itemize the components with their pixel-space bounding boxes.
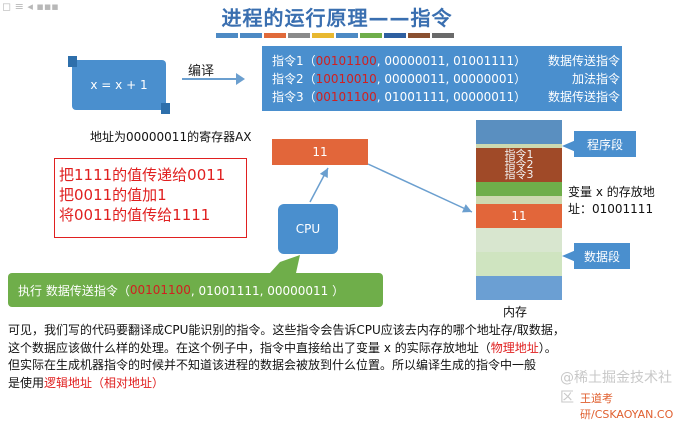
exec-prefix: 执行 数据传送指令（ bbox=[18, 283, 130, 298]
execute-instruction-box: 执行 数据传送指令（ 00101100, 01001111, 00000011 … bbox=[8, 273, 383, 307]
instruction-operands: , 01001111, 00000011 bbox=[376, 90, 515, 104]
title-color-segment bbox=[384, 33, 406, 38]
memory-seg-light bbox=[476, 228, 562, 252]
title-color-segment bbox=[408, 33, 430, 38]
title-color-segment bbox=[264, 33, 286, 38]
exec-opcode: 00101100 bbox=[129, 283, 191, 297]
memory-instr-line: 指令3 bbox=[504, 168, 534, 181]
title-color-segment bbox=[216, 33, 238, 38]
instruction-paren: （ bbox=[303, 90, 316, 104]
memory-seg-green bbox=[476, 182, 562, 196]
cpu-label: CPU bbox=[295, 222, 321, 236]
memory-label: 内存 bbox=[503, 305, 528, 319]
var-label-line: 址：01001111 bbox=[568, 202, 654, 216]
cpu-to-register-arrow-icon bbox=[309, 167, 329, 203]
instruction-paren: ） bbox=[514, 54, 527, 68]
cpu-block: CPU bbox=[278, 204, 338, 254]
step-line: 将0011的值传给1111 bbox=[59, 206, 211, 224]
instruction-row: 指令3（00101100, 01001111, 00000011） 数据传送指令 bbox=[272, 88, 622, 105]
data-segment-callout: 数据段 bbox=[574, 243, 630, 269]
memory-seg-light bbox=[476, 252, 562, 276]
callout-pointer-icon bbox=[562, 250, 576, 262]
paragraph-highlight: 逻辑地址（相对地址） bbox=[44, 375, 165, 390]
paragraph-highlight: 物理地址 bbox=[490, 340, 539, 355]
instruction-row: 指令1（00101100, 00000011, 01001111） 数据传送指令 bbox=[272, 52, 622, 69]
title-color-segment bbox=[240, 33, 262, 38]
steps-box: 把1111的值传递给0011 把0011的值加1 将0011的值传给1111 bbox=[54, 158, 247, 238]
source-code-scroll: x = x + 1 bbox=[68, 56, 170, 114]
paragraph-line: 这个数据应该做什么样的处理。在这个例子中，指令中直接给出了变量 x 的实际存放地… bbox=[8, 340, 672, 358]
program-segment-callout: 程序段 bbox=[574, 131, 636, 157]
instruction-name: 指令1 bbox=[272, 54, 304, 68]
explanation-paragraph: 可见，我们写的代码要翻译成CPU能识别的指令。这些指令会告诉CPU应该去内存的哪… bbox=[8, 322, 672, 392]
program-segment-label: 程序段 bbox=[586, 137, 623, 152]
step-line: 把0011的值加1 bbox=[59, 186, 167, 204]
connector-arrows bbox=[270, 163, 473, 273]
instruction-opcode: 00101100 bbox=[315, 90, 377, 104]
corner-toolbar-text: ◻ ≡ ◂ ▪▪▪ bbox=[2, 0, 59, 13]
memory-seg-top bbox=[476, 120, 562, 144]
paragraph-line: 可见，我们写的代码要翻译成CPU能识别的指令。这些指令会告诉CPU应该去内存的哪… bbox=[8, 323, 565, 337]
instruction-list-box: 指令1（00101100, 00000011, 01001111） 数据传送指令… bbox=[262, 46, 622, 111]
memory-seg-blue bbox=[476, 276, 562, 300]
title-color-segment bbox=[312, 33, 334, 38]
memory-seg-gap bbox=[476, 196, 562, 204]
memory-var-x-cell: 11 bbox=[476, 204, 562, 228]
title-color-segment bbox=[288, 33, 310, 38]
compile-label: 编译 bbox=[188, 64, 215, 79]
register-address-label: 地址为00000011的寄存器AX bbox=[90, 130, 252, 144]
memory-seg-gap bbox=[476, 144, 562, 148]
brand-footer: 王道考研/CSKAOYAN.COM bbox=[580, 392, 674, 421]
var-label-line: 变量 x 的存放地 bbox=[568, 185, 655, 199]
instruction-paren: （ bbox=[303, 72, 316, 86]
source-code-text: x = x + 1 bbox=[90, 78, 148, 92]
step-line: 把1111的值传递给0011 bbox=[59, 166, 226, 184]
instruction-operands: , 00000011, 00000001 bbox=[376, 72, 515, 86]
paragraph-text: ）。 bbox=[538, 340, 557, 355]
paragraph-text: 这个数据应该做什么样的处理。在这个例子中，指令中直接给出了变量 x 的实际存放地… bbox=[8, 340, 491, 355]
exec-operands: , 01001111, 00000011 ） bbox=[190, 283, 345, 298]
instruction-paren: ） bbox=[514, 90, 527, 104]
title-color-segment bbox=[432, 33, 454, 38]
instruction-name: 指令3 bbox=[272, 90, 304, 104]
instruction-opcode: 00101100 bbox=[315, 54, 377, 68]
var-x-address-label: 变量 x 的存放地 址：01001111 bbox=[568, 184, 655, 218]
instruction-paren: ） bbox=[514, 72, 527, 86]
register-to-memory-arrow-icon bbox=[367, 163, 473, 213]
instruction-paren: （ bbox=[303, 54, 316, 68]
instruction-row: 指令2（10010010, 00000011, 00000001） 加法指令 bbox=[272, 70, 622, 87]
memory-instr-line: 指令1 bbox=[504, 148, 534, 161]
memory-var-value: 11 bbox=[511, 209, 527, 223]
paragraph-line: 但实际在生成机器指令的时候并不知道该进程的数据会被放到什么位置。所以编译生成的指… bbox=[8, 358, 537, 372]
instruction-desc: 加法指令 bbox=[571, 72, 620, 86]
scroll-curl-icon bbox=[161, 103, 170, 114]
instruction-desc: 数据传送指令 bbox=[547, 54, 620, 68]
memory-program-instructions: 指令1 指令2 指令3 bbox=[476, 148, 562, 182]
instruction-name: 指令2 bbox=[272, 72, 304, 86]
instruction-opcode: 10010010 bbox=[315, 72, 377, 86]
title-color-segment bbox=[360, 33, 382, 38]
data-segment-label: 数据段 bbox=[583, 249, 620, 264]
paragraph-text: 是使用 bbox=[8, 375, 45, 390]
instruction-desc: 数据传送指令 bbox=[547, 90, 620, 104]
paragraph-line: 是使用逻辑地址（相对地址） bbox=[8, 375, 672, 393]
exec-callout-pointer-icon bbox=[270, 255, 300, 273]
instruction-operands: , 00000011, 01001111 bbox=[376, 54, 515, 68]
scroll-curl-icon bbox=[68, 56, 77, 67]
callout-pointer-icon bbox=[562, 140, 576, 152]
memory-instr-line: 指令2 bbox=[504, 158, 534, 171]
title-color-segment bbox=[336, 33, 358, 38]
register-ax: 11 bbox=[272, 139, 368, 165]
compile-arrow-icon bbox=[182, 73, 245, 85]
register-value: 11 bbox=[312, 145, 328, 159]
page-title: 进程的运行原理——指令 bbox=[221, 6, 453, 30]
